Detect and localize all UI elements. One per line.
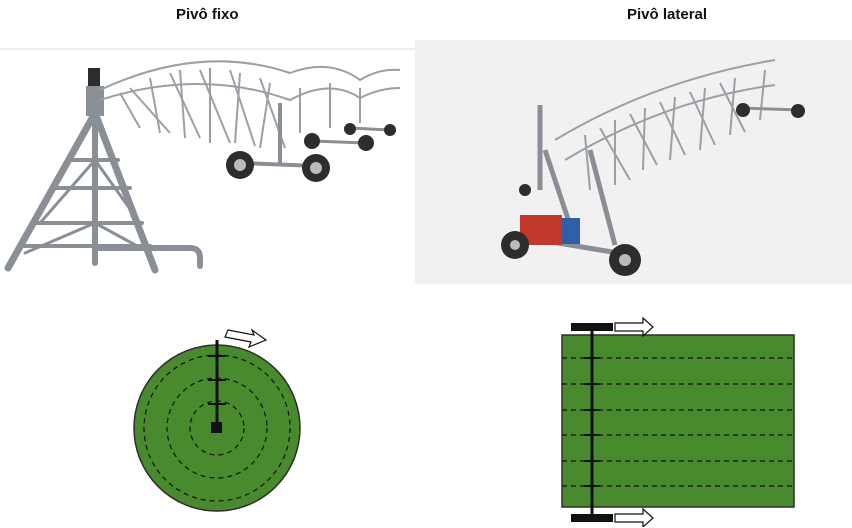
title-fixed-pivot: Pivô fixo [176,6,239,23]
engine-blue-panel [562,218,580,244]
tower-wheels [226,103,396,182]
direction-arrow-bottom-icon [614,507,654,527]
lateral-pivot-illustration [415,40,852,284]
pivot-span [99,60,401,149]
rotation-arrow-icon [224,328,268,349]
rectangular-field-diagram [561,316,795,527]
lateral-span [554,59,776,191]
circular-field-diagram [133,328,301,512]
cart-wheels [501,103,805,276]
cart-bar-bottom [571,514,613,522]
rectangular-field [561,334,795,508]
pivot-tower [4,109,203,274]
pivot-center [211,422,222,433]
control-box [88,68,100,86]
cart-bar-top [571,323,613,331]
fixed-pivot-illustration [0,48,415,274]
title-lateral-pivot: Pivô lateral [627,6,708,23]
direction-arrow-top-icon [614,316,654,338]
